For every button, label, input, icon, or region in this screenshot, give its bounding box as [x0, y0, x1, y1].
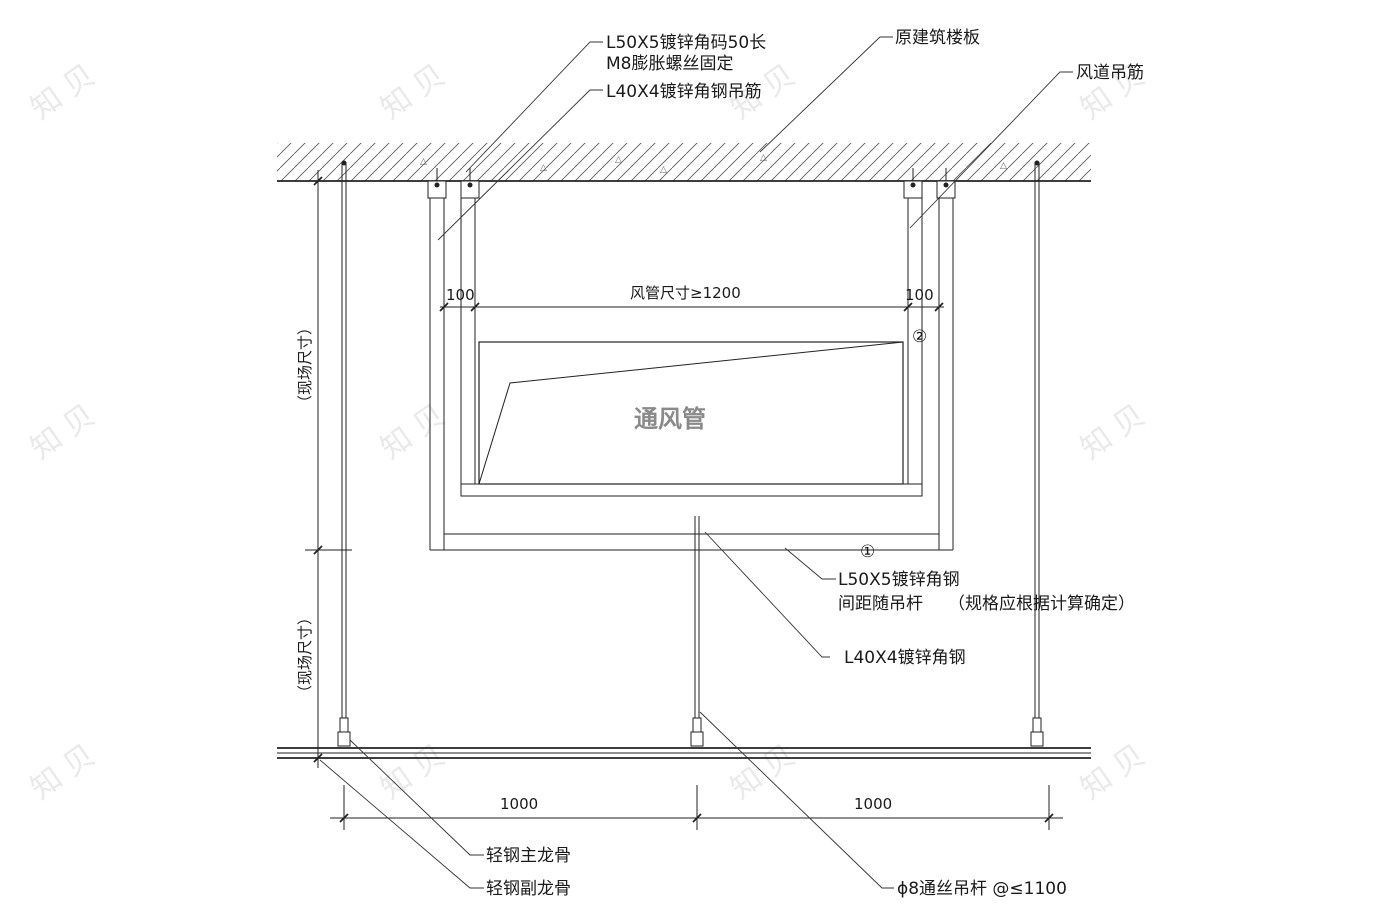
svg-text:△: △ [1000, 161, 1007, 171]
label-sub-keel: 轻钢副龙骨 [486, 879, 571, 899]
svg-text:△: △ [420, 157, 427, 167]
label-dim-left-100: 100 [446, 286, 475, 304]
svg-text:知 贝: 知 贝 [375, 398, 452, 467]
svg-text:知 贝: 知 贝 [1075, 398, 1152, 467]
leader-lines [319, 36, 1073, 889]
label-dim-right-100: 100 [905, 286, 934, 304]
label-circle-2: ② [912, 327, 927, 347]
label-span-right: 1000 [854, 795, 892, 813]
svg-text:知 贝: 知 贝 [25, 398, 102, 467]
svg-text:知 贝: 知 贝 [25, 58, 102, 127]
label-circle-1: ① [860, 542, 875, 562]
duct-dimension [439, 298, 944, 316]
svg-text:△: △ [540, 163, 547, 173]
threaded-rod-right [1030, 160, 1044, 747]
label-angle-steel-line2: 间距随吊杆 [838, 594, 923, 614]
svg-text:△: △ [760, 153, 767, 163]
svg-text:知 贝: 知 贝 [25, 738, 102, 807]
label-original-slab: 原建筑楼板 [895, 28, 980, 48]
label-main-keel: 轻钢主龙骨 [486, 846, 571, 866]
svg-text:知 贝: 知 贝 [375, 58, 452, 127]
duct-body [475, 306, 908, 485]
label-duct-hanger: 风道吊筋 [1076, 63, 1144, 83]
svg-text:△: △ [660, 165, 667, 175]
svg-text:△: △ [615, 155, 622, 165]
bottom-horizontal-dimension [330, 785, 1063, 830]
label-angle-steel-line1: L50X5镀锌角钢 [838, 570, 960, 590]
ceiling-slab: △ △ △ △ △ △ [277, 143, 1091, 182]
label-duct-name: 通风管 [634, 405, 706, 433]
label-rod: ϕ8通丝吊杆 @≤1100 [897, 879, 1067, 899]
label-site-size-lower: （现场尺寸） [296, 610, 314, 700]
label-angle-40: L40X4镀锌角钢 [844, 648, 966, 668]
threaded-rod-left [337, 160, 351, 747]
label-site-size-upper: （现场尺寸） [296, 320, 314, 410]
label-duct-size: 风管尺寸≥1200 [630, 284, 741, 302]
left-vertical-dimension [305, 170, 352, 768]
label-angle-code-line1: L50X5镀锌角码50长 [606, 33, 766, 53]
label-angle-hanger: L40X4镀锌角钢吊筋 [606, 82, 762, 102]
label-angle-steel-note: （规格应根据计算确定） [948, 594, 1135, 614]
label-angle-code-line2: M8膨胀螺丝固定 [606, 54, 733, 74]
label-span-left: 1000 [500, 795, 538, 813]
ceiling-board [277, 747, 1091, 759]
angle-steel-frame [427, 168, 956, 551]
